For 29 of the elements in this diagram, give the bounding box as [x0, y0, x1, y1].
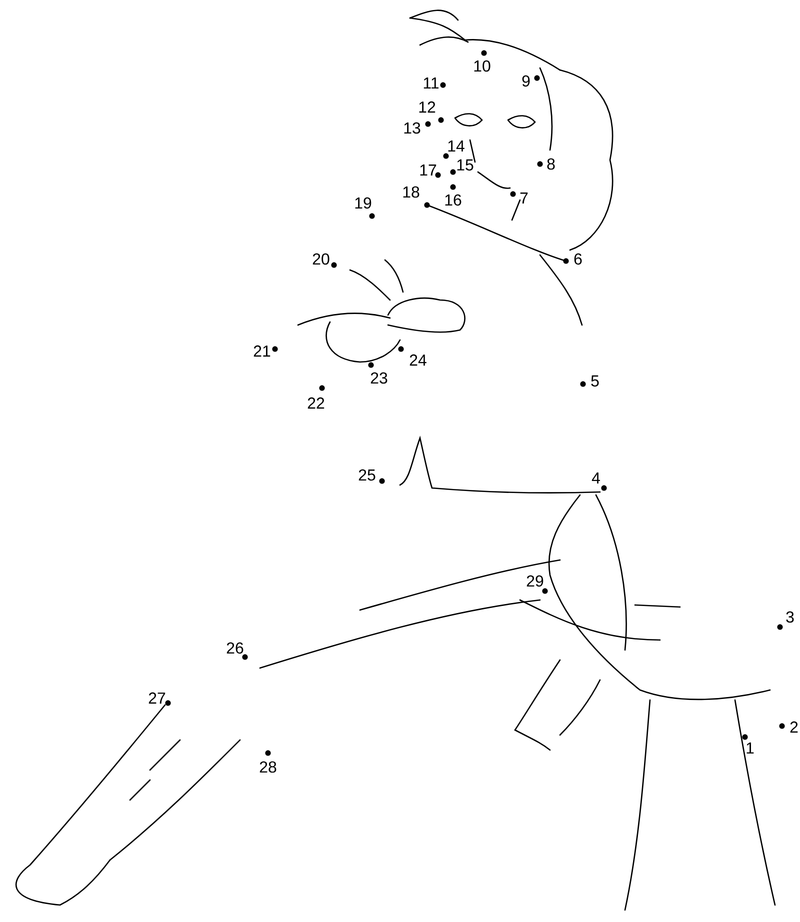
callout-number: 24: [410, 354, 426, 366]
callout-number: 17: [420, 164, 436, 176]
callout-number: 11: [424, 78, 439, 89]
callout-number: 16: [445, 194, 462, 206]
callout-number: 7: [520, 192, 528, 204]
callout-number: 5: [591, 375, 599, 387]
callout-number: 28: [260, 761, 276, 773]
callout-number: 15: [457, 159, 474, 171]
callout-number: 18: [403, 186, 420, 198]
callout-number: 2: [790, 721, 798, 733]
callout-number: 26: [226, 642, 244, 654]
callout-number: 27: [148, 692, 166, 704]
callout-number: 23: [370, 372, 388, 384]
callout-number: 12: [419, 101, 436, 113]
callout-number: 20: [312, 253, 330, 265]
callout-number: 9: [522, 75, 530, 87]
callout-number: 29: [526, 575, 544, 587]
callout-number: 21: [254, 345, 270, 357]
callout-number: 6: [574, 253, 582, 265]
callout-number: 4: [592, 472, 600, 484]
callout-number: 8: [547, 158, 555, 170]
callout-number: 10: [474, 60, 490, 72]
callout-number: 13: [404, 122, 420, 134]
callout-number: 22: [308, 397, 324, 409]
callout-number: 19: [355, 197, 372, 209]
callout-number: 3: [786, 611, 794, 623]
callout-number: 14: [448, 140, 464, 152]
callout-number: 1: [746, 742, 754, 754]
callout-number: 25: [358, 469, 376, 481]
